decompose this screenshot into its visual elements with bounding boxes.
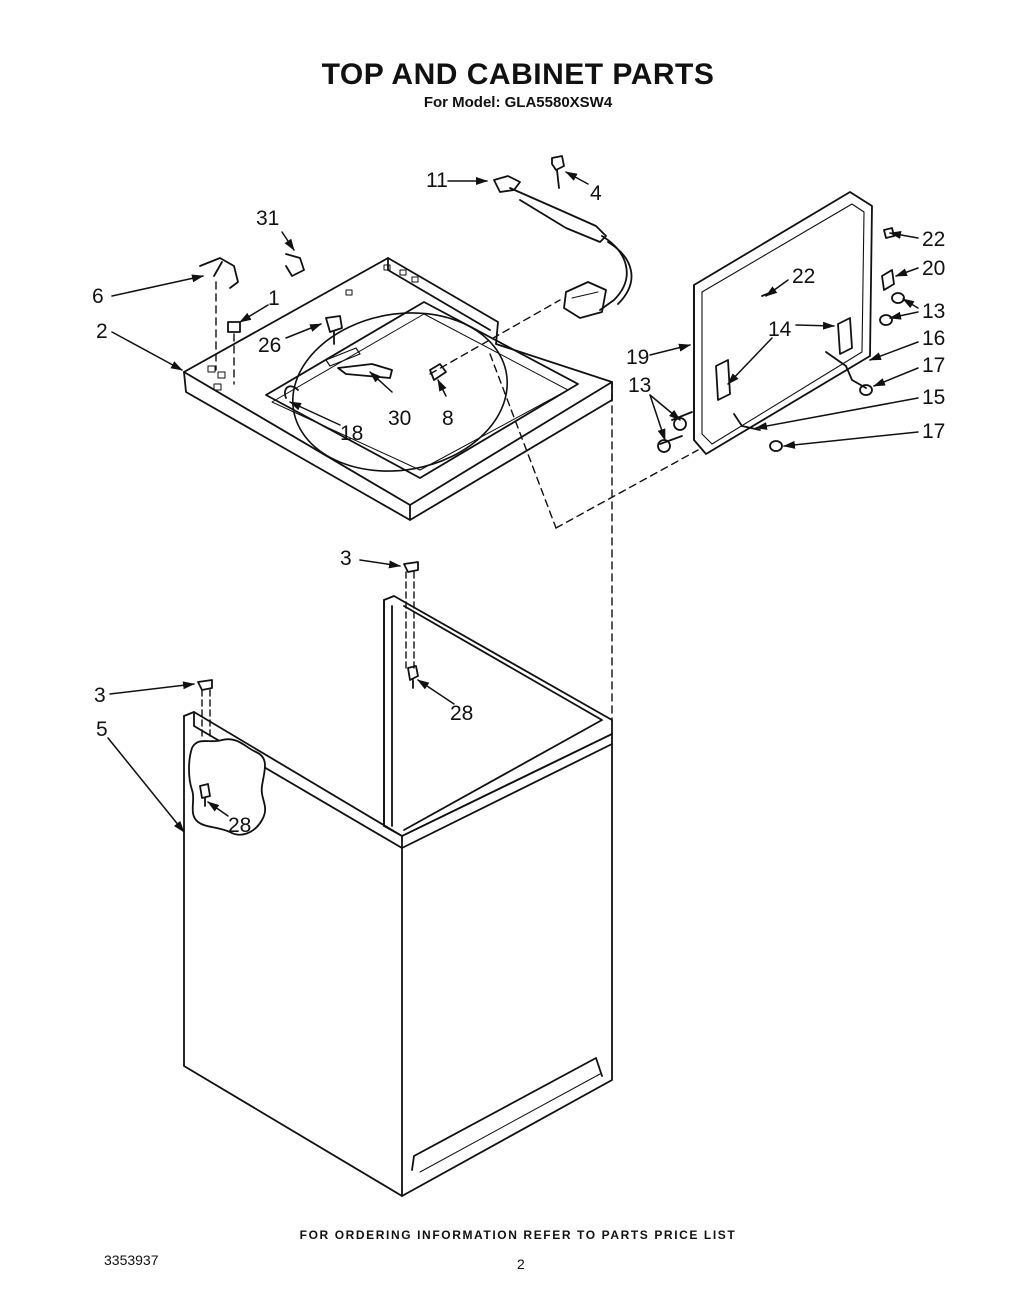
callout-16: 16 — [922, 327, 945, 350]
document-number: 3353937 — [104, 1252, 159, 1268]
callout-1: 1 — [268, 287, 280, 310]
callout-28-rear: 28 — [450, 702, 473, 725]
ordering-note: FOR ORDERING INFORMATION REFER TO PARTS … — [299, 1228, 737, 1242]
lid-assembly — [657, 191, 905, 455]
callout-4: 4 — [590, 182, 602, 205]
callout-2: 2 — [96, 320, 108, 343]
callout-11: 11 — [426, 169, 448, 192]
callout-18: 18 — [340, 422, 363, 445]
callout-5: 5 — [96, 718, 108, 741]
model-subtitle: For Model: GLA5580XSW4 — [423, 94, 613, 111]
callout-20: 20 — [922, 257, 945, 280]
callout-3-rear: 3 — [340, 547, 352, 570]
callout-30: 30 — [388, 407, 411, 430]
callout-arrows — [107, 171, 919, 833]
callout-13-left: 13 — [628, 374, 651, 397]
callout-19: 19 — [626, 346, 649, 369]
callout-15: 15 — [922, 386, 945, 409]
top-panel-fasteners — [199, 155, 565, 399]
top-panel — [183, 257, 613, 521]
top-assembly-leaders — [215, 281, 699, 721]
page-number: 2 — [517, 1256, 525, 1272]
callout-8: 8 — [442, 407, 454, 430]
cabinet — [183, 711, 613, 1197]
callout-13-right: 13 — [922, 300, 945, 323]
callout-14: 14 — [768, 318, 792, 341]
callout-17-upper: 17 — [922, 354, 945, 377]
callout-22-inner: 22 — [792, 265, 815, 288]
callout-28-front: 28 — [228, 814, 251, 837]
callout-6: 6 — [92, 285, 104, 308]
cabinet-leaders — [201, 571, 415, 737]
callout-17-lower: 17 — [922, 420, 945, 443]
callout-26: 26 — [258, 334, 281, 357]
lid-switch-harness — [493, 175, 633, 319]
page-title: TOP AND CABINET PARTS — [321, 58, 715, 91]
callout-22-top: 22 — [922, 228, 945, 251]
callout-3-front: 3 — [94, 684, 106, 707]
callout-31: 31 — [256, 207, 279, 230]
